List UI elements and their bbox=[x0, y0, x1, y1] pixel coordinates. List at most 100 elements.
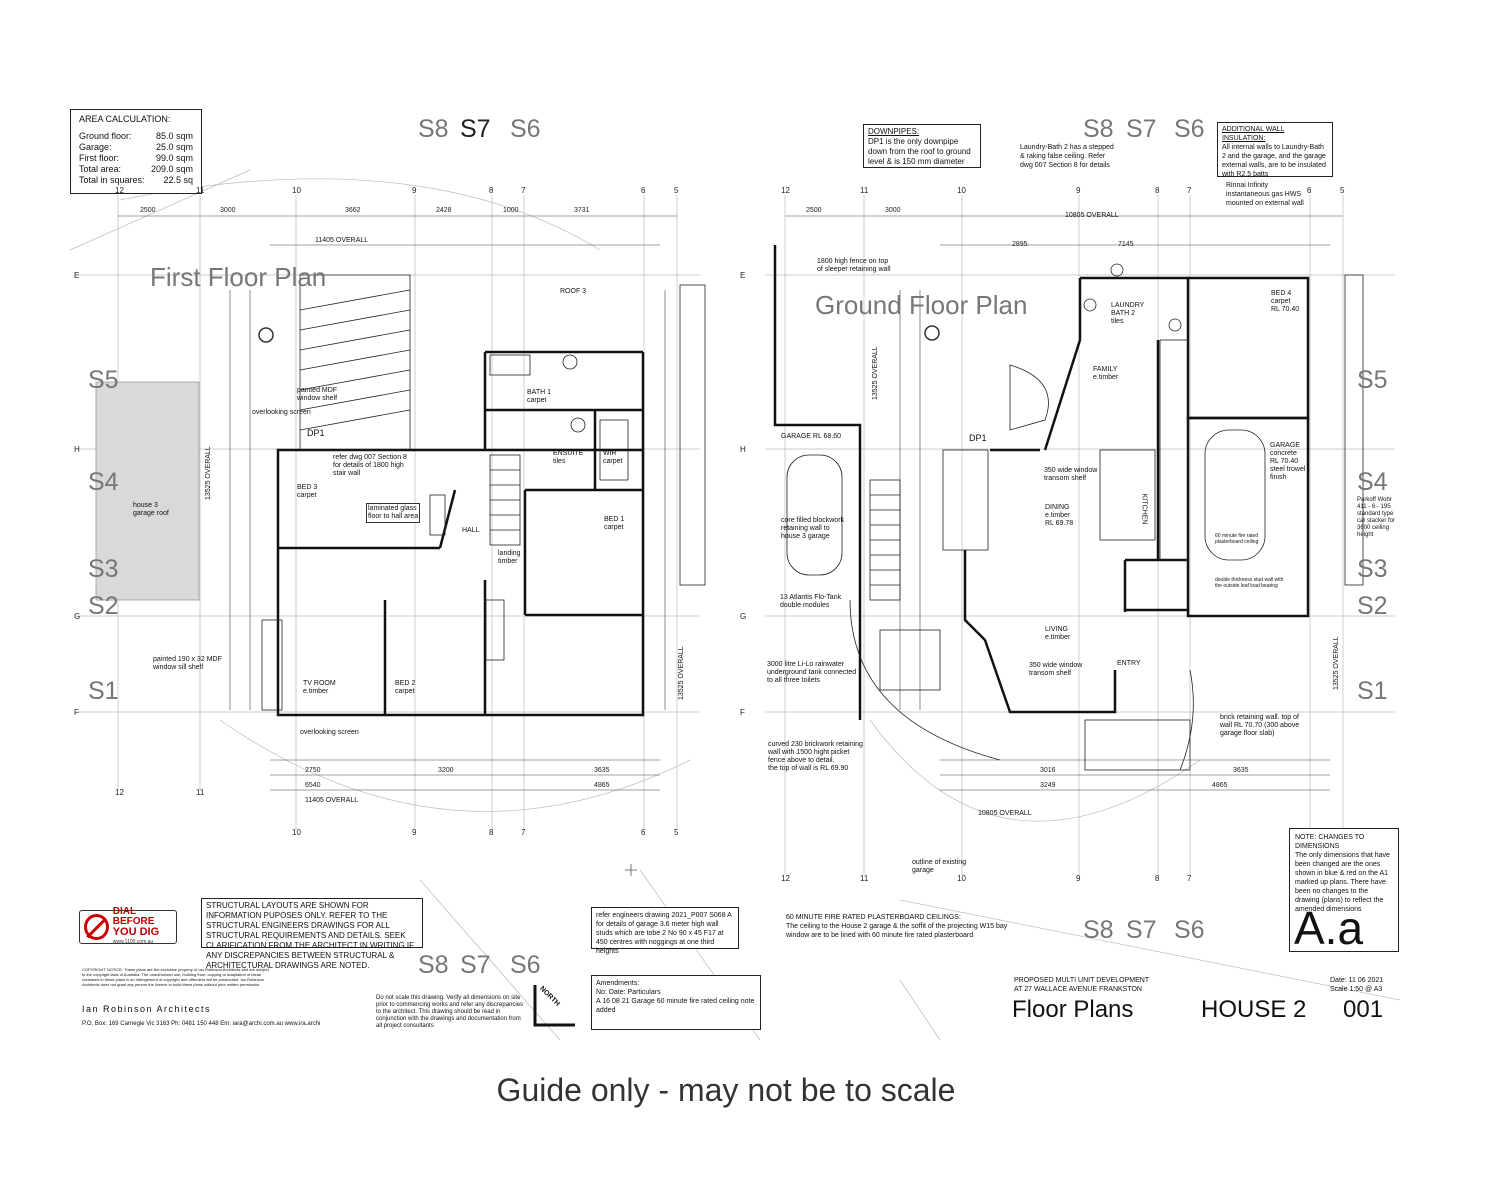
note-refer-dwg: refer dwg 007 Section 8 for details of 1… bbox=[333, 454, 407, 477]
section-marker-s4: S4 bbox=[1357, 468, 1388, 496]
dimension-overall: 10805 OVERALL bbox=[1065, 212, 1119, 219]
dimension-text: 6540 bbox=[305, 782, 321, 789]
area-row: Total in squares:22.5 sq bbox=[79, 175, 193, 185]
drawing-name: Floor Plans bbox=[1012, 996, 1134, 1023]
dimension-overall: 11405 OVERALL bbox=[305, 797, 359, 804]
note-outline-garage: outline of existing garage bbox=[912, 859, 967, 874]
grid-label: 12 bbox=[115, 186, 124, 195]
dimension-text: 4865 bbox=[1212, 782, 1228, 789]
dimension-text: 2500 bbox=[140, 207, 156, 214]
grid-label: 10 bbox=[292, 828, 301, 837]
grid-label: G bbox=[74, 612, 81, 621]
dimension-overall: 10805 OVERALL bbox=[978, 810, 1032, 817]
dimension-text: 3249 bbox=[1040, 782, 1056, 789]
grid-label: 8 bbox=[489, 828, 494, 837]
dimension-overall: 13525 OVERALL bbox=[678, 646, 685, 700]
section-marker-s7: S7 bbox=[460, 951, 491, 979]
dimension-text: 3200 bbox=[438, 767, 454, 774]
drawing-scale: Scale 1:50 @ A3 bbox=[1330, 986, 1383, 993]
footer-disclaimer: Guide only - may not be to scale bbox=[496, 1072, 956, 1108]
dial-before-you-dig-logo: DIAL BEFORE YOU DIG www.1100.com.au bbox=[79, 907, 177, 945]
room-hall: HALL bbox=[462, 527, 480, 534]
section-marker-s1: S1 bbox=[1357, 677, 1388, 705]
note-blockwork: core filled blockwork retaining wall to … bbox=[781, 517, 845, 540]
dimension-text: 2428 bbox=[436, 207, 452, 214]
dimension-overall: 11405 OVERALL bbox=[315, 237, 369, 244]
grid-label: G bbox=[740, 612, 747, 621]
revision-label: A.a bbox=[1294, 902, 1364, 954]
grid-label: 11 bbox=[196, 788, 205, 797]
project-title: PROPOSED MULTI UNIT DEVELOPMENT AT 27 WA… bbox=[1014, 977, 1149, 993]
room-entry: ENTRY bbox=[1117, 660, 1141, 667]
dimension-text: 2750 bbox=[305, 767, 321, 774]
note-window: 350 wide window transom shelf bbox=[1029, 662, 1083, 677]
grid-label: 9 bbox=[412, 186, 417, 195]
area-row: First floor:99.0 sqm bbox=[79, 153, 193, 163]
grid-label: 7 bbox=[1187, 874, 1192, 883]
section-marker-s3: S3 bbox=[88, 555, 119, 583]
grid-label: 6 bbox=[641, 828, 646, 837]
grid-label: E bbox=[740, 271, 746, 280]
dimension-text: 2500 bbox=[806, 207, 822, 214]
note-fire-rated: 60 minute fire rated plasterboard ceilin… bbox=[1215, 533, 1259, 545]
dimension-overall: 13525 OVERALL bbox=[1333, 636, 1340, 690]
grid-label: E bbox=[74, 271, 80, 280]
dimension-text: 4865 bbox=[594, 782, 610, 789]
roof-label: ROOF 3 bbox=[560, 288, 587, 295]
section-marker-s6: S6 bbox=[510, 951, 541, 979]
grid-label: 7 bbox=[521, 828, 526, 837]
note-overlooking: overlooking screen bbox=[300, 729, 359, 736]
section-marker-s2: S2 bbox=[88, 592, 119, 620]
grid-label: F bbox=[74, 708, 79, 717]
room-tv: TV ROOM e.timber bbox=[303, 680, 336, 695]
section-marker-s5: S5 bbox=[1357, 366, 1388, 394]
dimension-overall: 13525 OVERALL bbox=[872, 346, 879, 400]
note-double-stud: double thickness stud wall with the outs… bbox=[1215, 577, 1284, 589]
scale-note: Do not scale this drawing. Verify all di… bbox=[376, 995, 524, 1029]
grid-label: 11 bbox=[196, 186, 205, 195]
section-marker-s7: S7 bbox=[1126, 916, 1157, 944]
changes-note: NOTE: CHANGES TO DIMENSIONS The only dim… bbox=[1289, 828, 1399, 952]
grid-label: 9 bbox=[1076, 874, 1081, 883]
laundry-note: Laundry-Bath 2 has a stepped & raking fa… bbox=[1020, 144, 1114, 169]
note-overlooking: overlooking screen bbox=[252, 409, 311, 416]
grid-label: 9 bbox=[412, 828, 417, 837]
note-brickwork: curved 230 brickwork retaining wall with… bbox=[768, 741, 863, 772]
room-garage-right: GARAGE concrete RL 70.40 steel trowel fi… bbox=[1270, 442, 1306, 481]
grid-label: 12 bbox=[115, 788, 124, 797]
grid-label: 7 bbox=[1187, 186, 1192, 195]
dimension-text: 3662 bbox=[345, 207, 361, 214]
section-marker-s1: S1 bbox=[88, 677, 119, 705]
grid-label: 9 bbox=[1076, 186, 1081, 195]
room-family: FAMILY e.timber bbox=[1093, 366, 1119, 381]
room-kitchen: KITCHEN bbox=[1140, 493, 1148, 525]
grid-label: 6 bbox=[641, 186, 646, 195]
area-calculation-title: AREA CALCULATION: bbox=[79, 114, 171, 124]
note-rainwater: 3000 litre Li-Lo rainwater underground t… bbox=[767, 661, 857, 684]
room-wir: WIR carpet bbox=[603, 450, 623, 465]
grid-label: H bbox=[740, 445, 746, 454]
dimension-text: 3000 bbox=[885, 207, 901, 214]
grid-label: 5 bbox=[674, 186, 679, 195]
grid-label: H bbox=[74, 445, 80, 454]
grid-label: 7 bbox=[521, 186, 526, 195]
room-landing: landing timber bbox=[498, 550, 521, 565]
area-row: Ground floor:85.0 sqm bbox=[79, 131, 193, 141]
insulation-note: ADDITIONAL WALL INSULATION: All internal… bbox=[1217, 122, 1333, 178]
grid-label: 10 bbox=[957, 874, 966, 883]
section-marker-s5: S5 bbox=[88, 366, 119, 394]
area-row: Garage:25.0 sqm bbox=[79, 142, 193, 152]
section-marker-s7: S7 bbox=[1126, 115, 1157, 143]
house-label: HOUSE 2 bbox=[1201, 996, 1307, 1023]
downpipes-note: DOWNPIPES: DP1 is the only downpipe down… bbox=[863, 124, 981, 168]
structural-note: STRUCTURAL LAYOUTS ARE SHOWN FOR INFORMA… bbox=[201, 898, 423, 970]
section-marker-s4: S4 bbox=[88, 468, 119, 496]
room-bed1: BED 1 carpet bbox=[604, 516, 625, 531]
room-bed3: BED 3 carpet bbox=[297, 484, 318, 499]
drawing-date: Date: 11 06 2021 bbox=[1330, 977, 1384, 984]
room-bed4: BED 4 carpet RL 70.40 bbox=[1271, 290, 1300, 313]
section-marker-s6: S6 bbox=[510, 115, 541, 143]
note-shelf: painted 190 x 32 MDF window sill shelf bbox=[153, 656, 222, 671]
copyright-note: COPYRIGHT NOTICE: These plans are the ex… bbox=[82, 967, 269, 987]
